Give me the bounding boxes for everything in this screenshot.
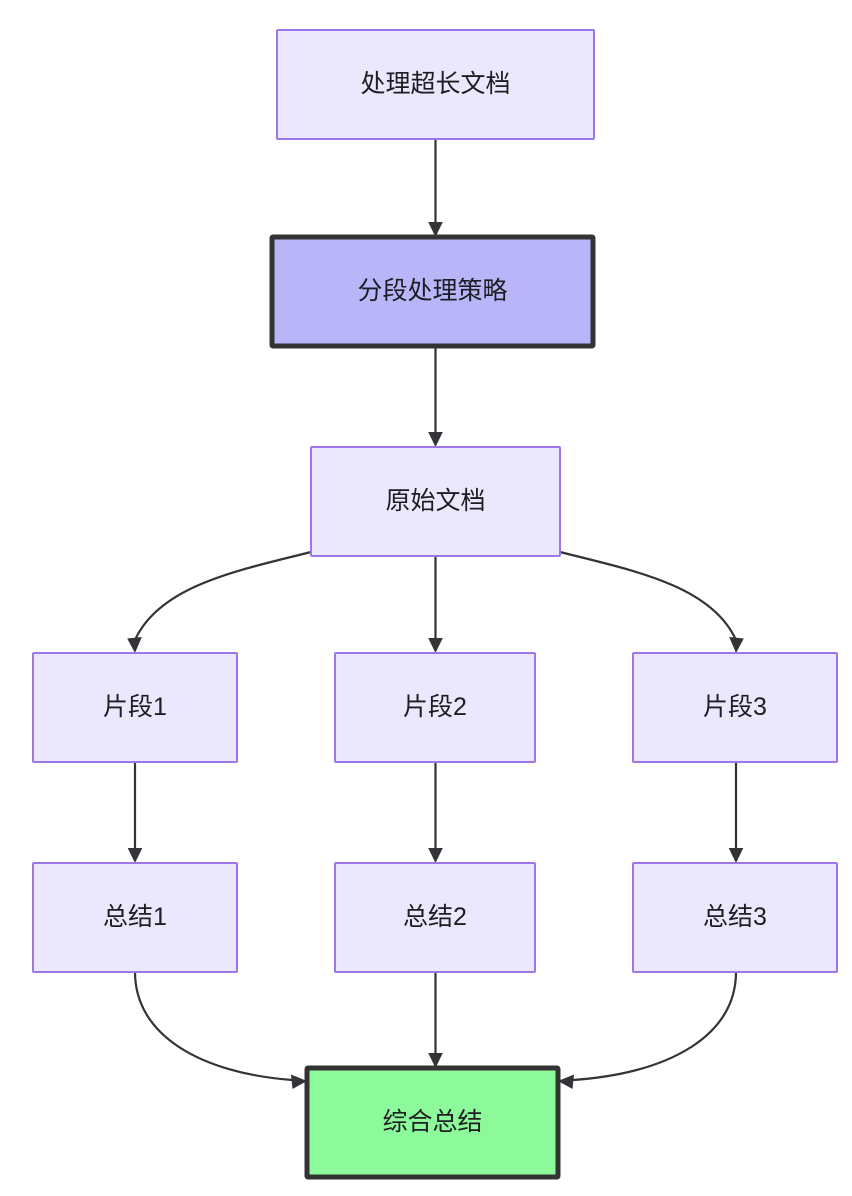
node-final-summary[interactable]: 综合总结 [304, 1065, 561, 1180]
node-label: 总结1 [103, 903, 167, 931]
node-process-long-document[interactable]: 处理超长文档 [276, 29, 595, 140]
node-label: 片段1 [103, 693, 167, 721]
node-fragment-1[interactable]: 片段1 [32, 652, 238, 763]
node-box[interactable] [334, 862, 536, 973]
arrowhead-icon [729, 637, 744, 653]
edge-n2-n3 [428, 346, 443, 447]
arrowhead-icon [728, 848, 744, 863]
node-box[interactable] [32, 862, 238, 973]
arrowhead-icon [428, 222, 443, 237]
node-box[interactable] [269, 234, 596, 349]
node-label: 片段2 [403, 693, 467, 721]
node-box[interactable] [276, 29, 595, 140]
node-summary-2[interactable]: 总结2 [334, 862, 536, 973]
node-box[interactable] [632, 862, 838, 973]
node-label: 总结3 [703, 903, 767, 931]
arrowhead-icon [127, 848, 143, 863]
arrowhead-icon [558, 1074, 574, 1089]
node-box[interactable] [334, 652, 536, 763]
edge-line [572, 971, 738, 1082]
edge-n6-n9 [728, 762, 744, 863]
node-chunking-strategy[interactable]: 分段处理策略 [269, 234, 596, 349]
node-box[interactable] [304, 1065, 561, 1180]
node-fragment-3[interactable]: 片段3 [632, 652, 838, 763]
arrowhead-icon [428, 432, 443, 447]
edge-n5-n8 [428, 762, 443, 863]
node-box[interactable] [632, 652, 838, 763]
node-box[interactable] [310, 446, 561, 557]
node-label: 分段处理策略 [357, 277, 507, 305]
edge-line [559, 550, 738, 641]
edge-n3-n5 [428, 556, 443, 653]
edge-n1-n2 [428, 139, 443, 237]
edge-line [133, 550, 312, 641]
edge-n3-n4 [127, 550, 312, 653]
edge-n7-n10 [133, 971, 307, 1089]
node-fragment-2[interactable]: 片段2 [334, 652, 536, 763]
arrowhead-icon [428, 1053, 443, 1068]
arrowhead-icon [291, 1074, 307, 1089]
edge-n4-n7 [127, 762, 143, 863]
node-label: 总结2 [403, 903, 467, 931]
edge-n3-n6 [559, 550, 744, 653]
arrowhead-icon [428, 848, 443, 863]
edge-n8-n10 [428, 972, 443, 1068]
edge-layer [127, 139, 744, 1089]
node-layer: 处理超长文档 分段处理策略 原始文档 片段1 片段2 片段3 [32, 29, 838, 1180]
edge-n9-n10 [558, 971, 738, 1089]
node-original-document[interactable]: 原始文档 [310, 446, 561, 557]
node-box[interactable] [32, 652, 238, 763]
node-label: 处理超长文档 [360, 70, 510, 98]
node-label: 原始文档 [385, 487, 485, 515]
arrowhead-icon [127, 637, 142, 653]
node-summary-1[interactable]: 总结1 [32, 862, 238, 973]
node-label: 综合总结 [382, 1108, 482, 1136]
edge-line [133, 971, 293, 1082]
node-summary-3[interactable]: 总结3 [632, 862, 838, 973]
arrowhead-icon [428, 638, 443, 653]
node-label: 片段3 [703, 693, 767, 721]
